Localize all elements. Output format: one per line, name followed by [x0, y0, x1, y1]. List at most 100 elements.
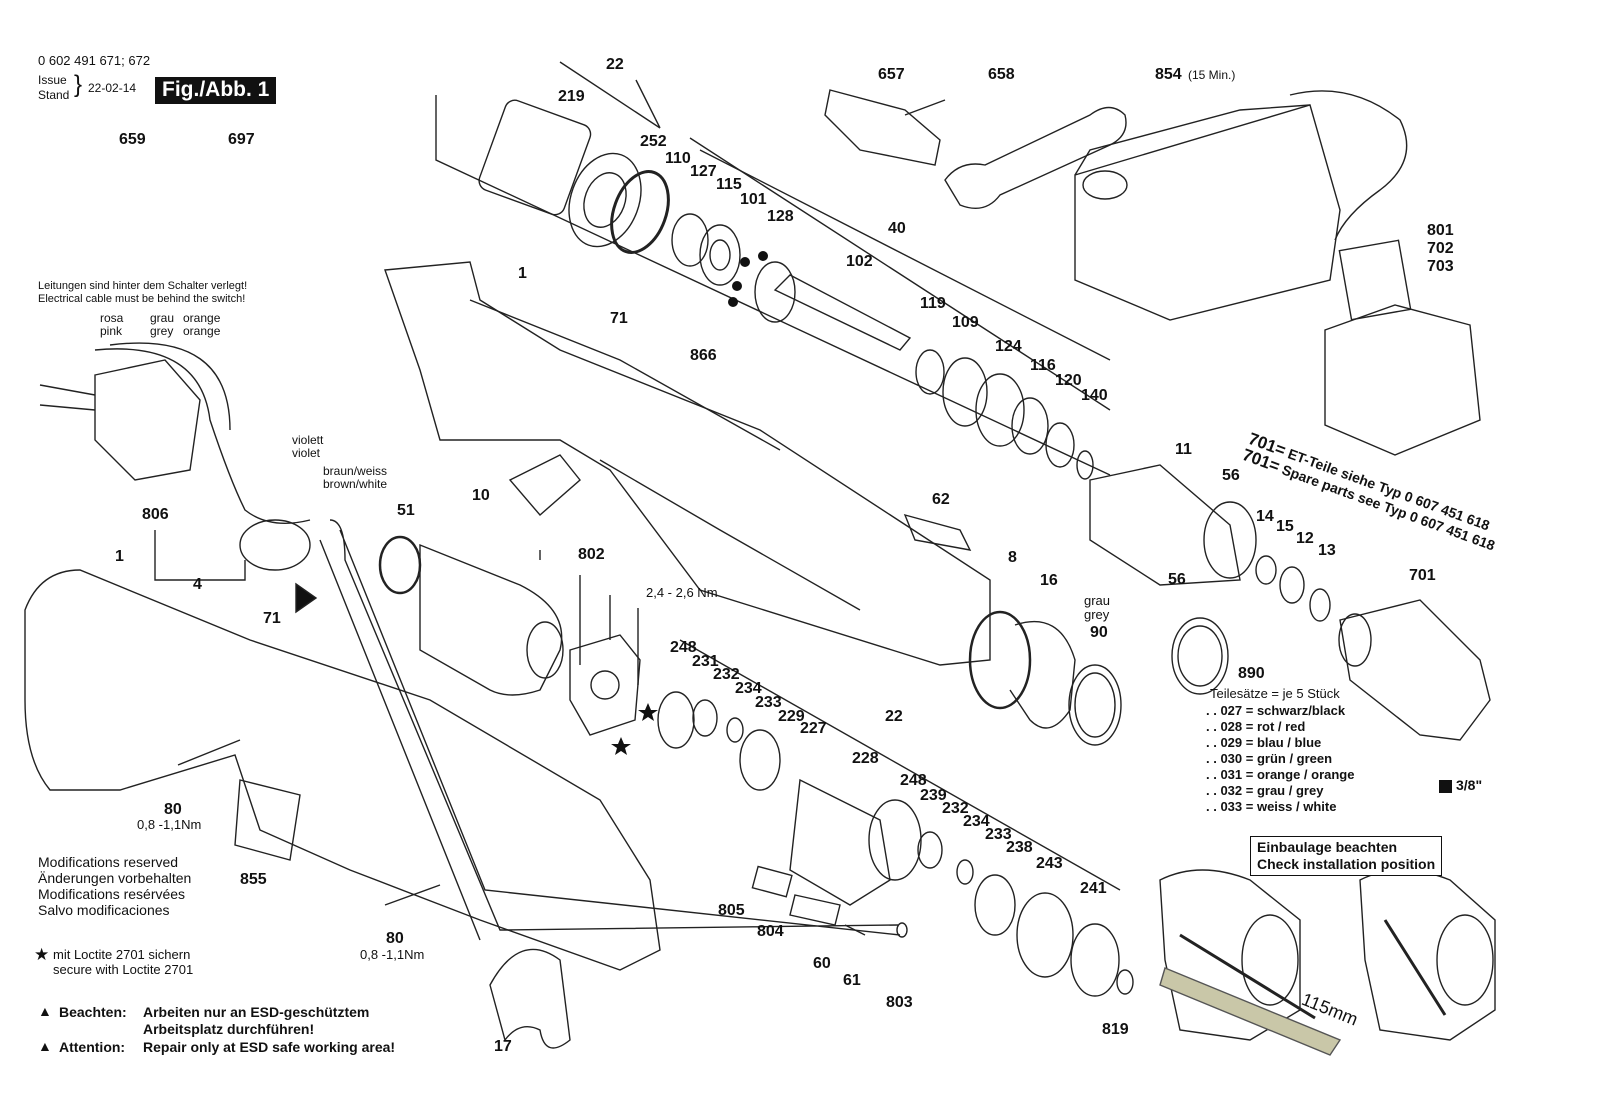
battery-drawing	[1324, 239, 1481, 456]
part-702: 702	[1427, 240, 1454, 257]
esd-en-label: Attention:	[59, 1039, 126, 1055]
part-234-b: 234	[963, 813, 990, 830]
loctite-de: mit Loctite 2701 sichern	[53, 947, 191, 962]
part-number-header: 0 602 491 671; 672	[38, 53, 151, 68]
spindle-11-drawing	[1089, 464, 1331, 622]
loctite-en: secure with Loctite 2701	[53, 962, 194, 977]
wire-label-pink: pink	[100, 324, 123, 338]
part-51: 51	[397, 502, 415, 519]
part-90: 90	[1090, 624, 1108, 641]
part-120: 120	[1055, 372, 1082, 389]
part-252: 252	[640, 133, 667, 150]
part-140: 140	[1081, 387, 1108, 404]
esd-en-text: Repair only at ESD safe working area!	[143, 1039, 396, 1055]
wire-label-rosa: rosa	[100, 311, 124, 325]
part-80-left: 80	[164, 801, 182, 818]
drive-square-icon	[1439, 780, 1452, 793]
part-101: 101	[740, 191, 767, 208]
part-866: 866	[690, 347, 717, 364]
set-029: . . 029 = blau / blue	[1206, 735, 1322, 750]
part-243: 243	[1036, 855, 1063, 872]
star-icon: ★	[34, 945, 50, 964]
part-228: 228	[852, 750, 879, 767]
part-233-b: 233	[985, 826, 1012, 843]
wire-label-braun: braun/weiss	[323, 464, 388, 478]
wire-label-grau: grau	[150, 311, 175, 325]
screw-80-drawing	[177, 739, 441, 906]
modifications-de: Änderungen vorbehalten	[38, 870, 192, 886]
part-116: 116	[1030, 357, 1056, 374]
part-803: 803	[886, 994, 913, 1011]
issue-label: Issue	[38, 73, 67, 87]
gear-train-1-drawing	[657, 639, 1121, 891]
charger-854-drawing	[1074, 90, 1408, 321]
part-62: 62	[932, 491, 950, 508]
part-232-b: 232	[942, 800, 969, 817]
part-110: 110	[665, 150, 691, 167]
part-238: 238	[1006, 839, 1033, 856]
install-note-de: Einbaulage beachten	[1257, 839, 1398, 855]
esd-de-line2: Arbeitsplatz durchführen!	[143, 1021, 315, 1037]
part-855: 855	[240, 871, 267, 888]
part-61: 61	[843, 972, 861, 989]
part-657: 657	[878, 66, 905, 83]
drive-size: 3/8"	[1456, 777, 1483, 793]
part-127: 127	[690, 163, 717, 180]
part-14: 14	[1256, 508, 1274, 525]
set-030: . . 030 = grün / green	[1206, 751, 1333, 766]
part-80-right: 80	[386, 930, 404, 947]
loctite-star-2	[611, 737, 631, 755]
grau-label-90: grau	[1084, 593, 1111, 608]
part-128: 128	[767, 208, 794, 225]
torque-80b: 0,8 -1,1Nm	[360, 947, 425, 962]
cable-note-de: Leitungen sind hinter dem Schalter verle…	[38, 280, 248, 292]
part-239: 239	[920, 787, 947, 804]
warning-triangle-icon-2: ▲	[38, 1038, 52, 1054]
part-227: 227	[800, 720, 827, 737]
set-033: . . 033 = weiss / white	[1206, 799, 1337, 814]
modifications-fr: Modifications resérvées	[38, 886, 186, 902]
ring-gear-228-drawing	[789, 778, 1134, 997]
part-71-bottom: 71	[263, 610, 281, 627]
part-109: 109	[952, 314, 979, 331]
install-position-box: Einbaulage beachten Check installation p…	[1250, 836, 1443, 876]
part-12: 12	[1296, 530, 1314, 547]
torque-802: 2,4 - 2,6 Nm	[646, 585, 718, 600]
housing-bottom-drawing	[24, 569, 661, 971]
part-15: 15	[1276, 518, 1294, 535]
esd-de-label: Beachten:	[59, 1004, 127, 1020]
part-102: 102	[846, 253, 873, 270]
stand-label: Stand	[38, 88, 70, 102]
wire-label-violet: violet	[292, 446, 321, 460]
wire-label-orange-en: orange	[183, 324, 221, 338]
part-10: 10	[472, 487, 490, 504]
part-17: 17	[494, 1038, 512, 1055]
install-note-en: Check installation position	[1257, 855, 1436, 872]
part-56-bottom: 56	[1168, 571, 1186, 588]
part-701: 701	[1409, 567, 1436, 584]
part-234-a: 234	[735, 680, 762, 697]
part-697: 697	[228, 131, 255, 148]
triangle-marker	[295, 582, 318, 614]
part-115: 115	[716, 176, 742, 193]
wire-label-orange-de: orange	[183, 311, 221, 325]
esd-de-line1: Arbeiten nur an ESD-geschütztem	[143, 1004, 370, 1020]
wire-harness	[319, 519, 901, 941]
part-10-drawing	[508, 454, 581, 516]
part-119: 119	[920, 295, 946, 312]
part-231: 231	[692, 653, 719, 670]
wire-label-brown: brown/white	[323, 477, 388, 491]
motor-51-drawing	[378, 535, 564, 696]
part-659: 659	[119, 131, 146, 148]
part-22-bottom: 22	[885, 708, 903, 725]
part-17-drawing	[489, 948, 571, 1049]
part-229: 229	[778, 708, 805, 725]
figure-label: Fig./Abb. 1	[155, 77, 277, 104]
switch-drawing	[39, 342, 311, 571]
set-031: . . 031 = orange / orange	[1206, 767, 1355, 782]
wire-label-violett: violett	[292, 433, 324, 447]
leader-806	[154, 530, 246, 581]
part-806: 806	[142, 506, 169, 523]
loctite-star-1	[638, 703, 658, 721]
